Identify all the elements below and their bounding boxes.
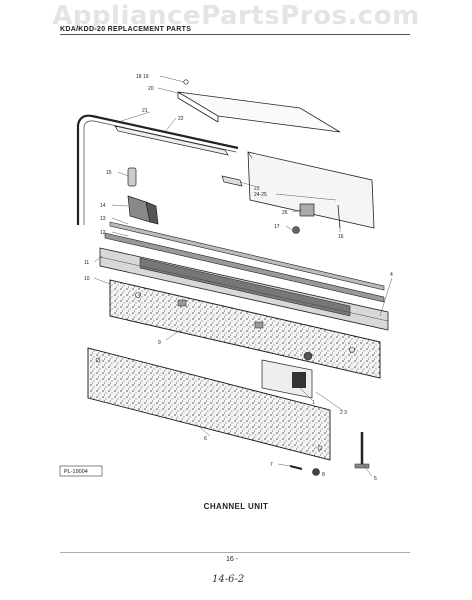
callout-23: 23 [254, 186, 260, 192]
rail-13-part [109, 221, 385, 291]
callout-17: 17 [274, 224, 280, 230]
callout-16: 16 [338, 234, 344, 240]
callout-24-25: 24-25 [254, 192, 267, 198]
callout-15: 15 [106, 170, 112, 176]
control-module-part [261, 351, 313, 399]
footer-divider [60, 552, 410, 553]
side-panel-part [247, 151, 375, 229]
diagram-caption: CHANNEL UNIT [203, 502, 269, 511]
small-clip-part [221, 175, 243, 187]
callout-26: 26 [282, 210, 288, 216]
callout-5: 5 [374, 476, 377, 482]
bracket-part [127, 195, 159, 225]
strip-part [114, 125, 229, 156]
latch-part [127, 167, 137, 187]
callout-22: 22 [178, 116, 184, 122]
callout-11: 11 [84, 260, 89, 266]
long-screw-part [354, 432, 370, 469]
rail-12-part [104, 232, 385, 303]
reference-box: PL-19004 [59, 465, 103, 477]
callout-6: 6 [204, 436, 207, 442]
callout-14: 14 [100, 203, 106, 209]
callout-10: 10 [84, 276, 90, 282]
callout-20: 20 [148, 86, 154, 92]
top-bracket-part [177, 79, 341, 133]
page-number: 16 - [226, 556, 239, 563]
bolt-and-nut-part [289, 465, 320, 476]
callout-21: 21 [142, 108, 148, 114]
callout-8: 8 [322, 472, 325, 478]
callout-12: 12 [100, 230, 106, 236]
callout-7: 7 [270, 462, 273, 468]
handwritten-note: 14-6-2 [212, 574, 245, 585]
page-header: KDA/KDD-20 REPLACEMENT PARTS [60, 26, 410, 35]
leader-lines [93, 75, 393, 477]
front-panel-part [87, 347, 331, 461]
gear-assembly-part [292, 203, 341, 234]
bent-rod-part [76, 114, 239, 225]
callout-13: 13 [100, 216, 106, 222]
callout-4: 4 [390, 272, 393, 278]
main-panel-part [109, 279, 381, 379]
callout-18-19: 18 19 [136, 74, 149, 80]
callout-2-3: 2 3 [340, 410, 347, 416]
reference-id: PL-19004 [64, 469, 88, 475]
callout-9: 9 [158, 340, 161, 346]
site-watermark: AppliancePartsPros.com [52, 1, 420, 31]
channel-part [99, 247, 389, 331]
callout-1: 1 [312, 400, 315, 406]
